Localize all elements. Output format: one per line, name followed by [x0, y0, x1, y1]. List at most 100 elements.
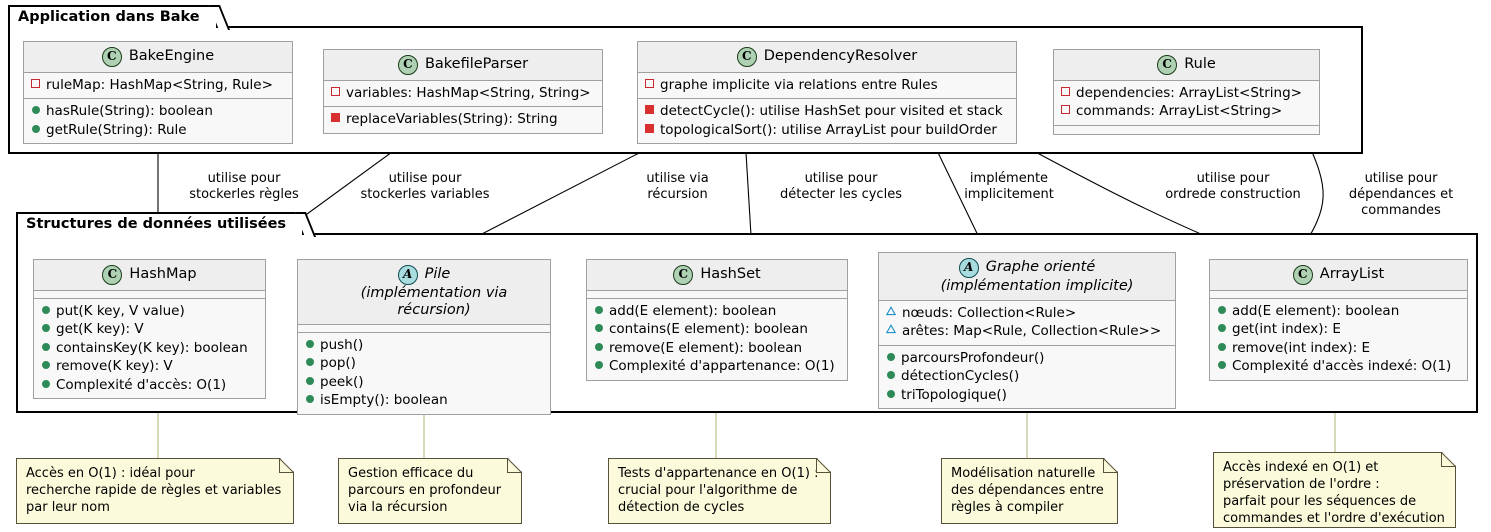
private-field-icon: [1061, 86, 1070, 96]
class-dependencyresolver-attributes: graphe implicite via relations entre Rul…: [638, 72, 1016, 99]
method-row: peek(): [305, 373, 543, 392]
class-bakefileparser-header: C BakefileParser: [324, 50, 602, 81]
method-text: parcoursProfondeur(): [901, 349, 1045, 366]
note-hashset-text: Tests d'appartenance en O(1) : crucial p…: [618, 466, 819, 515]
class-pile-attributes: [298, 324, 550, 333]
edge-label-stocker-regles: utilise pour stockerles règles: [189, 171, 299, 202]
class-graphe-name: Graphe orienté: [985, 259, 1096, 275]
class-dependencyresolver-methods: detectCycle(): utilise HashSet pour visi…: [638, 99, 1016, 143]
public-method-icon: [306, 376, 314, 385]
method-row: add(E element): boolean: [594, 302, 840, 321]
note-hashmap-text: Accès en O(1) : idéal pour recherche rap…: [26, 466, 282, 515]
private-field-icon: [1061, 105, 1070, 114]
private-field-icon: [31, 78, 40, 88]
public-method-icon: [887, 352, 895, 361]
method-row: containsKey(K key): boolean: [41, 339, 258, 358]
attribute-row: nœuds: Collection<Rule>: [885, 304, 1168, 323]
private-field-icon: [331, 86, 340, 96]
note-fold-icon: [1104, 458, 1118, 472]
method-text: get(int index): E: [1232, 321, 1341, 337]
method-text: remove(E element): boolean: [609, 339, 803, 356]
public-method-icon: [595, 342, 603, 351]
protected-field-icon: [885, 322, 897, 334]
method-row: isEmpty(): boolean: [305, 391, 543, 410]
class-graphe-methods: parcoursProfondeur() détectionCycles() t…: [879, 345, 1175, 408]
class-graphe-attributes: nœuds: Collection<Rule> arêtes: Map<Rule…: [879, 300, 1175, 346]
class-bakeengine-methods: hasRule(String): boolean getRule(String)…: [24, 99, 292, 143]
method-text: remove(K key): V: [56, 358, 173, 374]
public-method-icon: [1218, 324, 1226, 332]
method-text: Complexité d'accès: O(1): [56, 376, 227, 393]
public-method-icon: [1218, 305, 1226, 314]
public-method-icon: [306, 395, 314, 403]
method-text: get(K key): V: [56, 321, 144, 337]
note-hashset: Tests d'appartenance en O(1) : crucial p…: [608, 458, 831, 524]
method-row: hasRule(String): boolean: [31, 102, 285, 121]
class-rule-attributes: dependencies: ArrayList<String> commands…: [1054, 80, 1319, 126]
note-fold-icon: [508, 458, 522, 472]
class-pile-subtitle: (implémentation via récursion): [360, 284, 508, 318]
method-row: détectionCycles(): [886, 367, 1168, 386]
note-arraylist: Accès indexé en O(1) et préservation de …: [1213, 452, 1456, 528]
attribute-row: graphe implicite via relations entre Rul…: [645, 76, 1009, 95]
note-arraylist-text: Accès indexé en O(1) et préservation de …: [1223, 460, 1445, 526]
method-text: topologicalSort(): utilise ArrayList pou…: [660, 121, 997, 138]
private-method-icon: [645, 105, 654, 114]
method-row: Complexité d'appartenance: O(1): [594, 357, 840, 376]
class-icon: C: [397, 54, 418, 75]
public-method-icon: [32, 124, 40, 133]
public-method-icon: [306, 358, 314, 366]
method-row: contains(E element): boolean: [594, 320, 840, 339]
note-graphe-text: Modélisation naturelle des dépendances e…: [951, 466, 1104, 515]
public-method-icon: [42, 305, 50, 314]
private-field-icon: [645, 78, 654, 88]
class-hashset-methods: add(E element): boolean contains(E eleme…: [587, 298, 847, 380]
method-row: Complexité d'accès indexé: O(1): [1217, 357, 1460, 376]
public-method-icon: [595, 324, 603, 332]
method-text: pop(): [320, 355, 356, 371]
public-method-icon: [42, 342, 50, 351]
method-row: push(): [305, 336, 543, 355]
method-text: add(E element): boolean: [609, 302, 777, 319]
method-row: parcoursProfondeur(): [886, 349, 1168, 368]
attribute-text: commands: ArrayList<String>: [1076, 103, 1283, 119]
class-rule-name: Rule: [1184, 56, 1216, 72]
method-text: hasRule(String): boolean: [46, 103, 213, 119]
private-method-icon: [331, 113, 340, 122]
class-hashset-attributes: [587, 290, 847, 299]
method-text: replaceVariables(String): String: [346, 111, 558, 127]
method-row: add(E element): boolean: [1217, 302, 1460, 321]
method-row: triTopologique(): [886, 386, 1168, 405]
note-pile-text: Gestion efficace du parcours en profonde…: [348, 466, 502, 515]
attribute-text: nœuds: Collection<Rule>: [902, 304, 1077, 321]
method-row: topologicalSort(): utilise ArrayList pou…: [645, 121, 1009, 140]
note-graphe: Modélisation naturelle des dépendances e…: [941, 458, 1118, 524]
method-text: Complexité d'accès indexé: O(1): [1232, 358, 1452, 374]
method-row: Complexité d'accès: O(1): [41, 376, 258, 395]
method-text: getRule(String): Rule: [46, 121, 187, 138]
method-text: triTopologique(): [901, 386, 1007, 403]
edge-label-detecter-cycles: utilise pour détecter les cycles: [780, 171, 902, 202]
package-application-title: Application dans Bake: [8, 5, 218, 28]
public-method-icon: [1218, 361, 1226, 369]
method-row: pop(): [305, 354, 543, 373]
edge-label-ordre-construction: utilise pour ordrede construction: [1165, 171, 1301, 202]
edge-label-stocker-variables: utilise pour stockerles variables: [360, 171, 490, 202]
class-bakefileparser-name: BakefileParser: [424, 56, 529, 72]
class-hashmap-name: HashMap: [129, 266, 197, 282]
class-bakeengine-attributes: ruleMap: HashMap<String, Rule>: [24, 72, 292, 99]
public-method-icon: [42, 379, 50, 388]
attribute-text: graphe implicite via relations entre Rul…: [660, 76, 938, 93]
